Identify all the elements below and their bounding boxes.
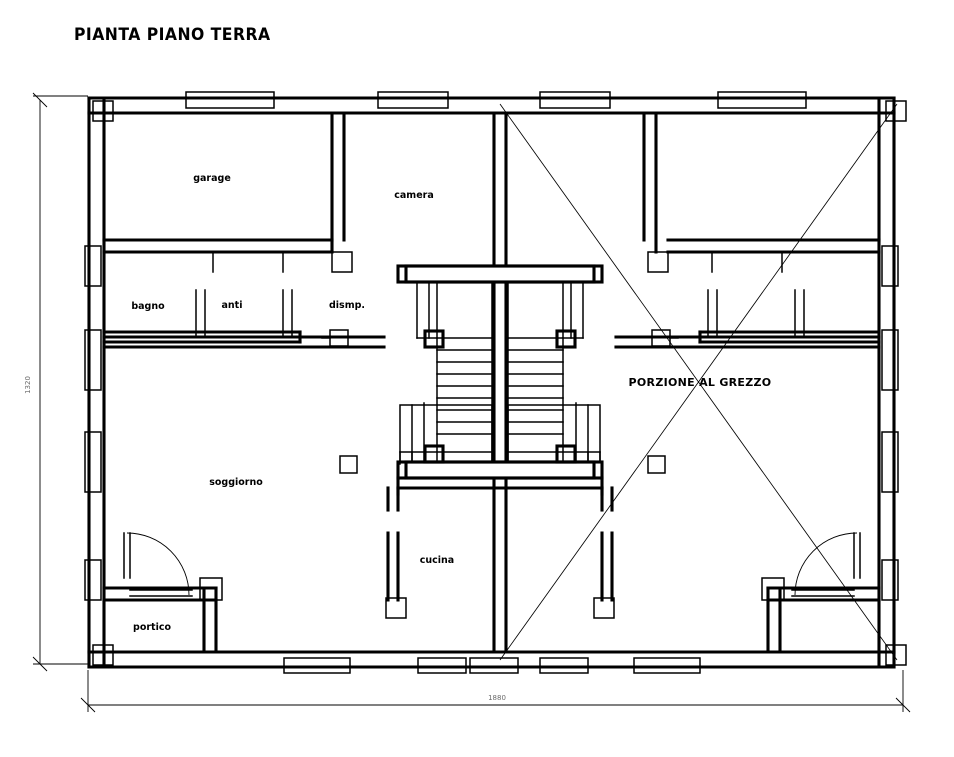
room-label-cucina: cucina — [420, 555, 454, 566]
right-unit-partitions — [614, 111, 881, 349]
room-label-garage: garage — [193, 173, 231, 184]
dimension-horizontal — [80, 670, 911, 713]
annotation-porzione-al-grezzo: PORZIONE AL GREZZO — [629, 376, 772, 389]
room-label-camera: camera — [394, 190, 433, 201]
top-wall-openings — [185, 91, 807, 109]
outer-walls — [87, 96, 896, 669]
room-label-portico: portico — [133, 622, 171, 633]
door-left-portico — [123, 532, 193, 597]
party-wall — [492, 111, 508, 654]
door-right-portico — [791, 532, 861, 597]
left-wall-openings — [84, 245, 102, 601]
dimension-vertical — [32, 92, 88, 672]
room-label-disimpegno: dismp. — [329, 300, 365, 311]
page-title: PIANTA PIANO TERRA — [74, 25, 271, 45]
left-unit-partitions — [102, 111, 386, 349]
right-wall-openings — [881, 245, 899, 601]
dimension-height-text: 1320 — [24, 376, 32, 394]
free-standing-columns — [339, 455, 666, 474]
left-staircase — [396, 264, 596, 496]
lower-right-partitions — [593, 486, 881, 654]
dimension-width-text: 1880 — [488, 694, 506, 702]
room-label-soggiorno: soggiorno — [209, 477, 263, 488]
unfinished-portion-cross — [499, 103, 898, 661]
lower-left-partitions — [102, 486, 407, 654]
right-staircase — [404, 264, 604, 496]
room-label-anti: anti — [222, 300, 243, 311]
room-label-bagno: bagno — [131, 301, 165, 312]
corner-pillars — [92, 100, 907, 666]
bottom-wall-openings — [283, 657, 701, 674]
